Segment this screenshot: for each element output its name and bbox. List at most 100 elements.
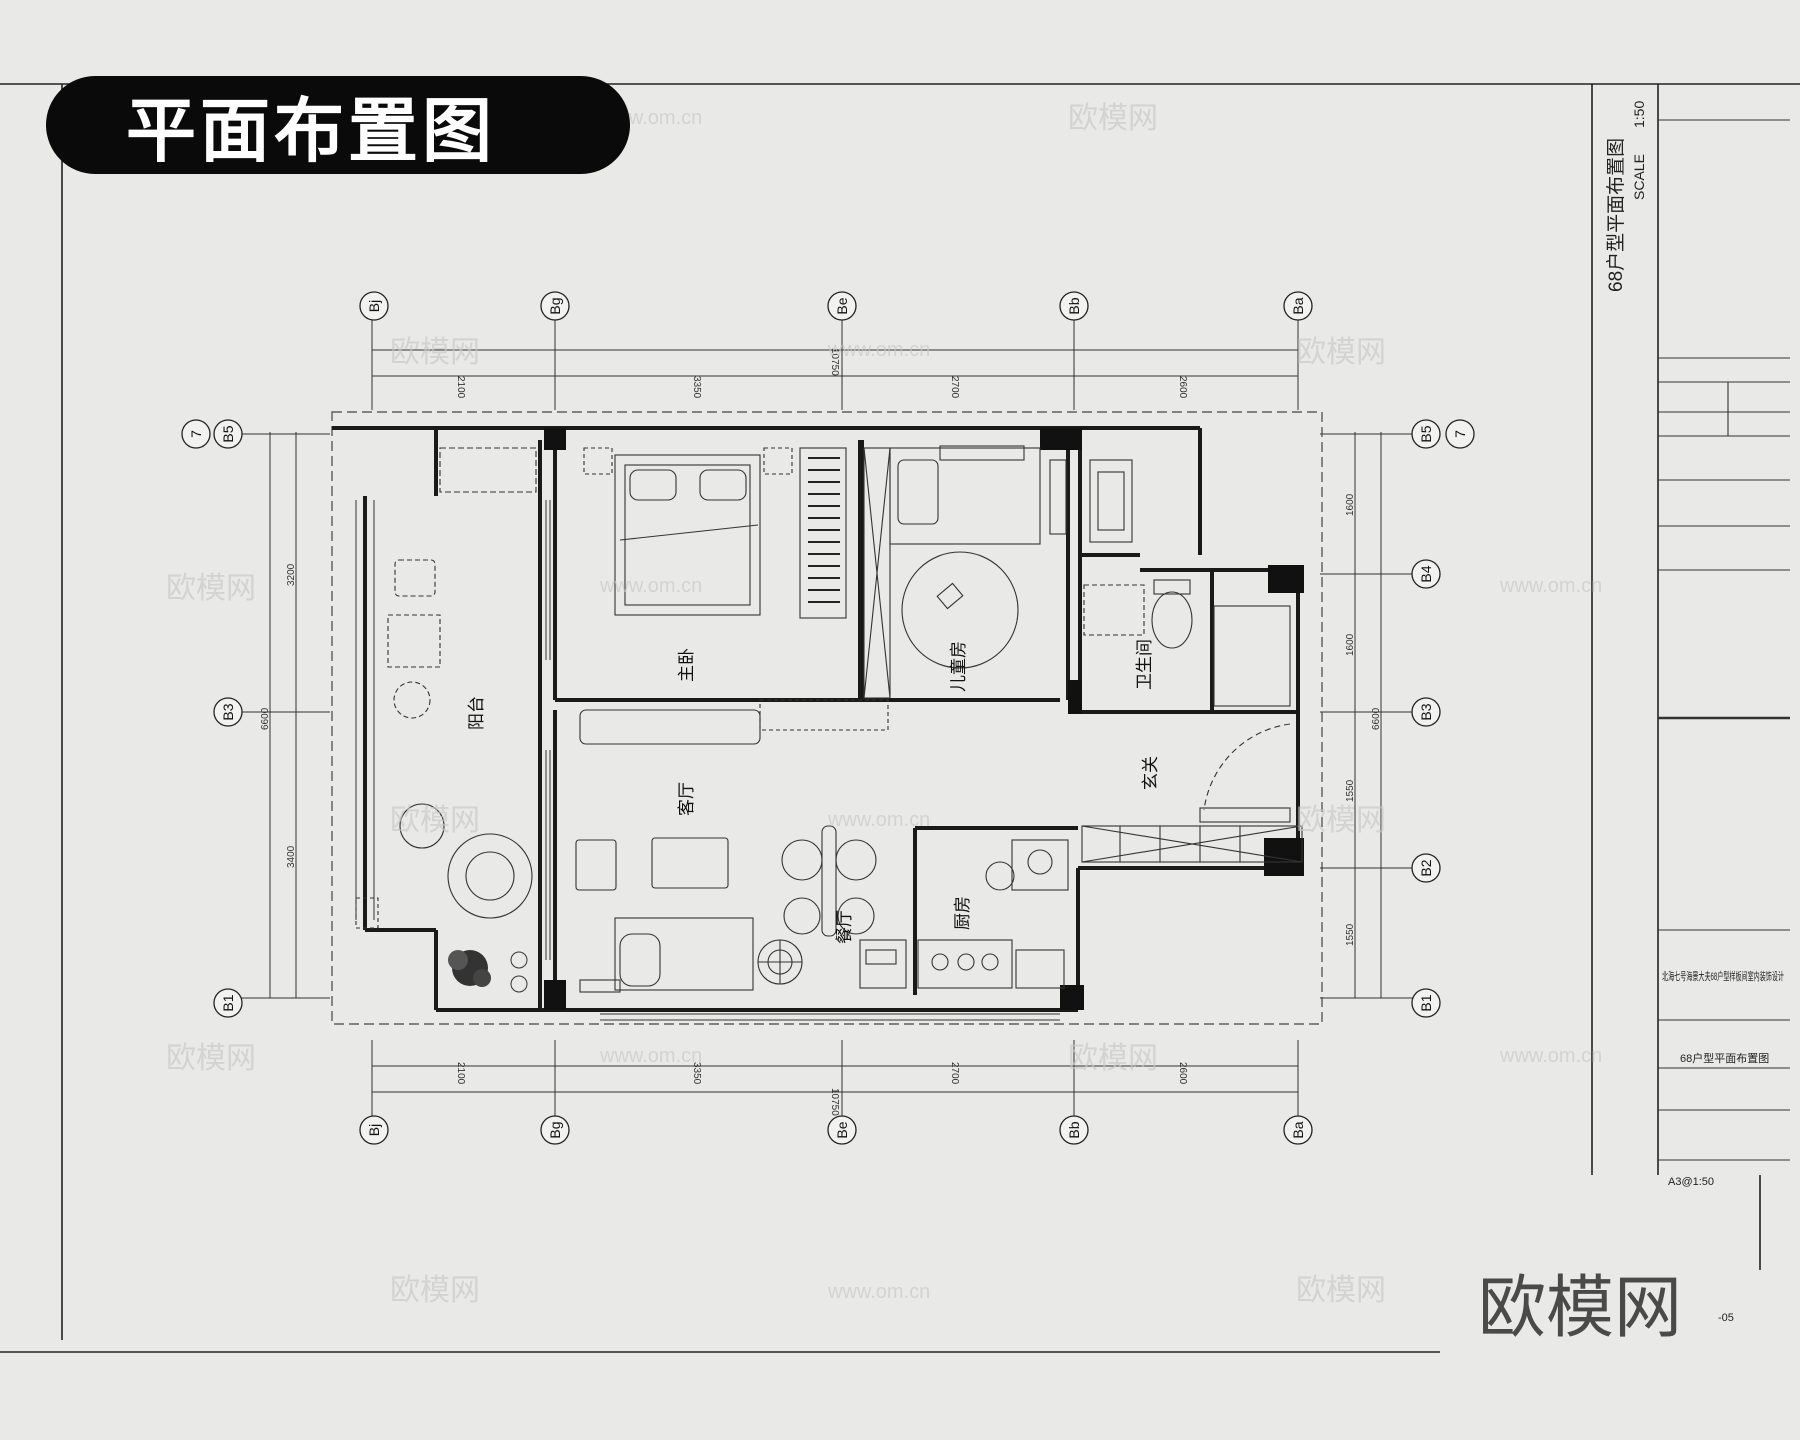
dining-furniture [781, 825, 907, 989]
dining-chair [781, 839, 823, 881]
axis-right-7: 7 [1445, 419, 1475, 449]
round-rug [901, 551, 1019, 669]
svg-text:Bj: Bj [366, 1124, 382, 1136]
vanity [1089, 459, 1133, 543]
drawing-frame [0, 83, 1800, 1353]
watermark-brand: 欧模网 [1478, 1269, 1683, 1348]
round-table [393, 681, 431, 719]
watermark-brand-repeat: 欧模网 [1296, 804, 1386, 837]
axis-top-be: Be [827, 291, 857, 321]
sofa [614, 917, 754, 991]
plant-icon [448, 950, 528, 993]
axis-right-b5: B5 [1411, 419, 1441, 449]
dim-top-seg-2: 3350 [691, 376, 702, 399]
fridge [859, 939, 907, 989]
dim-right-seg-3: 1550 [1345, 779, 1356, 802]
dim-top-total: 10750 [829, 348, 840, 376]
side-table [399, 803, 445, 849]
axis-bottom-be: Be [827, 1115, 857, 1145]
dim-left-seg-2: 3400 [286, 845, 297, 868]
room-label-kids-room: 儿童房 [949, 641, 968, 692]
axis-top-bj: Bj [359, 291, 389, 321]
drawing-name: 68户型平面布置图 [1680, 1051, 1769, 1065]
nightstand-left [583, 447, 613, 475]
room-label-entrance: 玄关 [1141, 756, 1160, 790]
living-room-furniture [575, 837, 803, 993]
dim-bottom-seg-2: 3350 [691, 1062, 702, 1085]
watermark-url-repeat: www.om.cn [599, 1045, 702, 1067]
axis-left-b1: B1 [213, 988, 243, 1018]
dimension-texts: 10750 2100 3350 2700 2600 10750 2100 335… [260, 348, 1382, 1116]
watermark-brand-repeat: 欧模网 [1296, 1274, 1386, 1307]
dim-right-seg-1: 1600 [1345, 493, 1356, 516]
svg-text:B5: B5 [220, 425, 236, 442]
axis-right-b1: B1 [1411, 988, 1441, 1018]
scale-label: SCALE [1631, 154, 1647, 200]
svg-text:Be: Be [834, 297, 850, 314]
master-bedroom-furniture [579, 447, 889, 745]
axis-left-b5: B5 [213, 419, 243, 449]
title-block [1658, 119, 1790, 1161]
entry-door-swing [1203, 723, 1291, 811]
svg-text:Bb: Bb [1066, 297, 1082, 314]
page-number: -05 [1718, 1312, 1734, 1324]
sheet-spec: A3@1:50 [1668, 1176, 1714, 1188]
svg-text:B2: B2 [1418, 859, 1434, 876]
watermark-brand-repeat: 欧模网 [166, 572, 256, 605]
room-labels: 阳台 主卧 儿童房 卫生间 客厅 玄关 餐厅 厨房 [467, 639, 1160, 944]
laundry-cabinet [439, 447, 537, 493]
watermark-brand-repeat: 欧模网 [1296, 336, 1386, 369]
lounge-chair [447, 833, 533, 919]
watermark-url-repeat: www.om.cn [1499, 575, 1602, 597]
dim-top-seg-1: 2100 [455, 376, 466, 399]
room-label-bathroom: 卫生间 [1135, 639, 1154, 690]
room-label-dining: 餐厅 [835, 910, 854, 944]
svg-text:B3: B3 [220, 703, 236, 720]
axis-bubbles: Bj Bg Be Bb Ba Bj Bg Be Bb Ba 7 B5 B3 B1… [181, 291, 1475, 1145]
bathroom-furniture [1083, 459, 1291, 707]
dim-bottom-seg-3: 2700 [949, 1062, 960, 1085]
watermark-brand-repeat: 欧模网 [390, 1274, 480, 1307]
watermark-url-repeat: www.om.cn [599, 575, 702, 597]
axis-bottom-bg: Bg [540, 1115, 570, 1145]
axis-top-bg: Bg [540, 291, 570, 321]
dim-bottom-total: 10750 [829, 1088, 840, 1116]
axis-left-b3: B3 [213, 697, 243, 727]
kids-bed [889, 447, 1041, 545]
watermark-brand-repeat: 欧模网 [390, 336, 480, 369]
svg-text:Be: Be [834, 1121, 850, 1138]
desk [579, 709, 761, 745]
svg-text:Bj: Bj [366, 300, 382, 312]
dim-bottom-seg-1: 2100 [455, 1062, 466, 1085]
watermark-brand-repeat: 欧模网 [390, 804, 480, 837]
svg-text:Bg: Bg [547, 297, 563, 314]
kids-room-furniture [863, 445, 1067, 699]
axis-right-b2: B2 [1411, 853, 1441, 883]
kitchen-furniture [917, 839, 1069, 989]
watermark-brand-repeat: 欧模网 [166, 1042, 256, 1075]
column-blocks [544, 428, 1304, 1010]
dim-bottom-seg-4: 2600 [1177, 1062, 1188, 1085]
kids-wardrobe [863, 447, 891, 699]
dim-right-total: 6600 [1371, 707, 1382, 730]
entry-cabinet [1081, 723, 1303, 863]
axis-top-ba: Ba [1283, 291, 1313, 321]
axis-bottom-ba: Ba [1283, 1115, 1313, 1145]
watermark-brand-repeat: 欧模网 [1068, 1042, 1158, 1075]
window-lines [355, 500, 1060, 1021]
balcony-furniture [355, 447, 537, 929]
room-label-balcony: 阳台 [467, 696, 486, 730]
axis-left-7: 7 [181, 419, 211, 449]
axis-bottom-bj: Bj [359, 1115, 389, 1145]
double-bed [614, 454, 761, 616]
svg-text:B4: B4 [1418, 565, 1434, 582]
wardrobe-hatch [808, 457, 840, 603]
dashed-boundary [331, 411, 1323, 1025]
watermark-url-repeat: www.om.cn [1499, 1045, 1602, 1067]
room-label-master-bedroom: 主卧 [677, 648, 696, 682]
dim-right-seg-2: 1600 [1345, 633, 1356, 656]
watermarks: 欧模网 欧模网 欧模网 欧模网 欧模网 欧模网 欧模网 欧模网 欧模网 欧模网 [166, 102, 1386, 1307]
room-label-kitchen: 厨房 [953, 896, 972, 930]
dim-left-total: 6600 [260, 707, 271, 730]
